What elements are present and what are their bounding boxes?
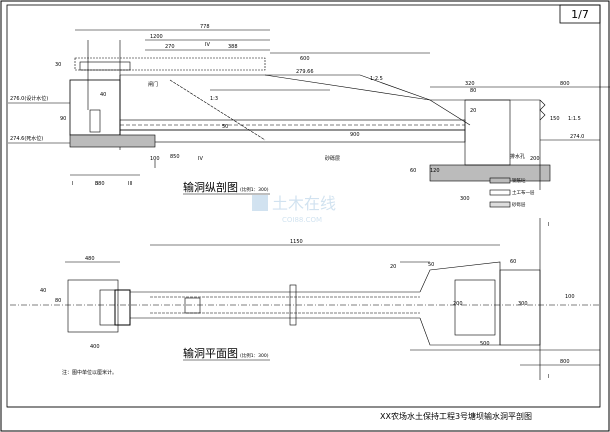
units-note: 注：图中单位以厘米计。 xyxy=(62,369,117,376)
plan-scale: (比例1：300) xyxy=(240,352,269,359)
section-mark-4-top: IV xyxy=(205,42,210,48)
legend-concrete: 钢筋砼 xyxy=(512,177,526,184)
profile-dim-90: 90 xyxy=(60,116,66,122)
watermark: 土木在线 COI88.COM xyxy=(252,194,336,224)
profile-dim-40: 40 xyxy=(100,92,106,98)
slope-outlet: 1:1.5 xyxy=(568,116,581,122)
watermark-sub: COI88.COM xyxy=(282,216,322,224)
profile-dim-80: 80 xyxy=(470,88,476,94)
slope-downstream: 1:2.5 xyxy=(370,76,383,82)
plan-title: 输洞平面图 xyxy=(183,346,238,360)
profile-dim-320: 320 xyxy=(465,81,475,87)
page-number-box xyxy=(559,4,601,24)
watermark-logo-icon xyxy=(252,195,268,211)
plan-dim-400: 400 xyxy=(90,344,100,350)
plan-dim-60: 60 xyxy=(510,259,516,265)
plan-dim-800: 800 xyxy=(560,359,570,365)
profile-title: 输洞纵剖图 xyxy=(183,180,238,194)
plan-dim-1150: 1150 xyxy=(290,239,303,245)
section-mark-2: II xyxy=(95,181,98,187)
drain-hole-label: 排水孔 xyxy=(510,153,525,160)
elevation-outlet: 274.0 xyxy=(570,134,584,140)
profile-dim-388: 388 xyxy=(228,44,238,50)
plan-dim-50: 50 xyxy=(428,262,434,268)
profile-dim-800: 800 xyxy=(560,81,570,87)
plan-dim-20: 20 xyxy=(390,264,396,270)
plan-view xyxy=(10,218,600,380)
legend-gravel: 砂砾层 xyxy=(512,201,526,208)
profile-dim-900: 900 xyxy=(350,132,360,138)
elevation-dead-level: 274.6(死水位) xyxy=(10,135,43,142)
plan-dim-100: 100 xyxy=(565,294,575,300)
profile-dim-120: 120 xyxy=(430,168,440,174)
profile-dim-150: 150 xyxy=(550,116,560,122)
section-mark-3: III xyxy=(128,181,132,187)
plan-dim-40: 40 xyxy=(40,288,46,294)
drawing-title: XX农场水土保持工程3号塘坝输水洞平剖图 xyxy=(380,411,532,421)
section-mark-1: I xyxy=(72,181,73,187)
plan-dim-300: 300 xyxy=(518,301,528,307)
profile-dim-100: 100 xyxy=(150,156,160,162)
elevation-design-level: 276.0(设计水位) xyxy=(10,95,48,102)
profile-dim-778: 778 xyxy=(200,24,210,30)
profile-dim-380: 380 xyxy=(95,181,105,187)
profile-scale: (比例1：300) xyxy=(240,186,269,193)
profile-dim-50: 50 xyxy=(222,124,228,130)
profile-dim-200: 200 xyxy=(530,156,540,162)
slope-upstream: 1:3 xyxy=(210,96,218,102)
page-number: 1/7 xyxy=(571,8,589,21)
profile-dim-1200: 1200 xyxy=(150,34,163,40)
plan-section-mark-top: I xyxy=(548,222,549,228)
plan-dim-200: 200 xyxy=(453,301,463,307)
profile-dim-300: 300 xyxy=(460,196,470,202)
plan-section-mark-bottom: I xyxy=(548,374,549,380)
watermark-main: 土木在线 xyxy=(272,194,336,213)
profile-dim-20: 20 xyxy=(470,108,476,114)
legend-geotextile: 土工布一层 xyxy=(512,189,535,196)
elevation-crest: 279.66 xyxy=(296,69,314,75)
plan-dim-500: 500 xyxy=(480,341,490,347)
profile-dim-30: 30 xyxy=(55,62,61,68)
section-mark-4-bottom: IV xyxy=(198,156,203,162)
profile-dim-60: 60 xyxy=(410,168,416,174)
profile-dim-270: 270 xyxy=(165,44,175,50)
gate-label: 闸门 xyxy=(148,81,158,88)
sand-layer-label: 砂砾层 xyxy=(325,155,340,162)
profile-view xyxy=(8,29,610,208)
plan-dim-480: 480 xyxy=(85,256,95,262)
plan-dim-80: 80 xyxy=(55,298,61,304)
profile-dim-850: 850 xyxy=(170,154,180,160)
profile-dim-600: 600 xyxy=(300,56,310,62)
